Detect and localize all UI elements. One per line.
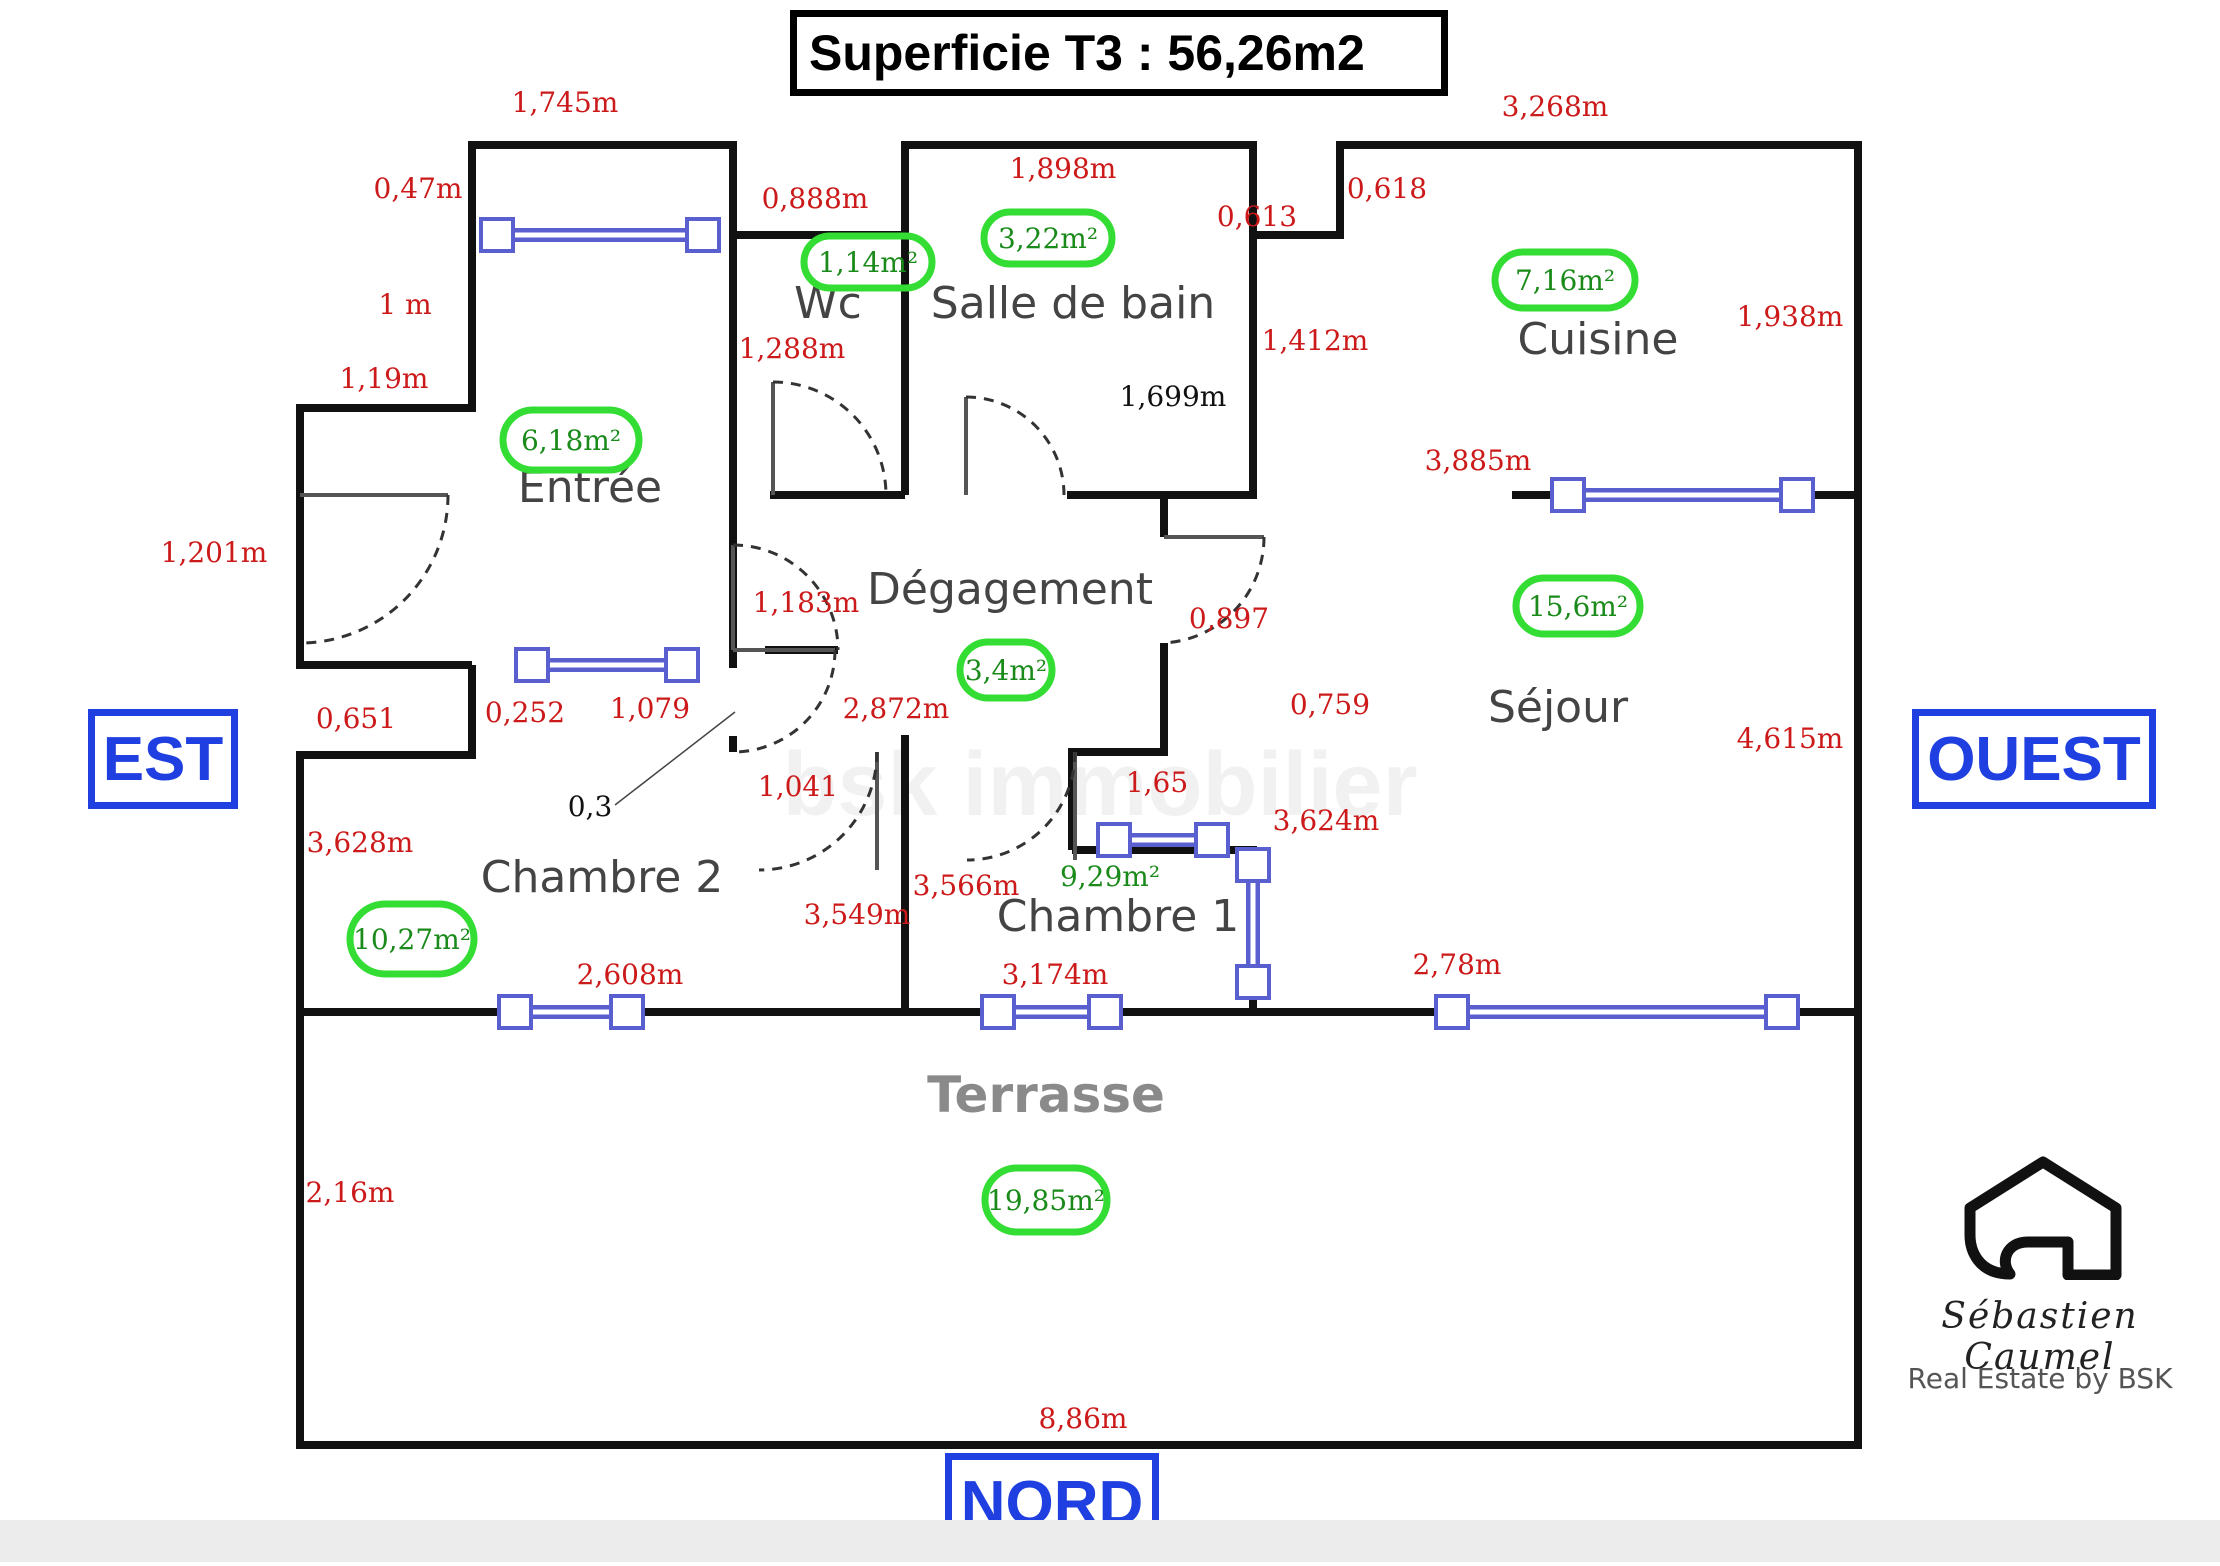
dimension-label: 1,938m [1737,300,1844,333]
dimension-label: 0,3 [568,790,613,823]
dimension-label: 3,268m [1502,90,1609,123]
window-frame [1194,822,1230,858]
dimension-label: 1,699m [1120,380,1227,413]
room-name-label: Séjour [1488,682,1629,733]
dimension-label: 2,608m [577,958,684,991]
dimension-label: 1,745m [512,86,619,119]
window-frame [1235,964,1271,1000]
dimension-label: 1,183m [753,586,860,619]
orientation-ouest: OUEST [1912,709,2156,809]
window-frame [664,647,700,683]
area-badge-value: 19,85m² [987,1184,1105,1217]
dimension-label: 0,252 [485,696,565,729]
area-badge-value: 15,6m² [1528,590,1628,623]
area-badge-value: 1,14m² [818,246,918,279]
bottom-edge [0,1520,2220,1562]
window-frame [1235,847,1271,883]
room-name-label: Cuisine [1518,314,1679,365]
wall-segment [1067,235,1257,499]
dimension-label: 1,079 [610,692,690,725]
dimension-label: 1,65 [1126,766,1188,799]
wall-segment [1068,643,1168,850]
area-badge-outline [800,232,936,292]
dimension-label: 0,618 [1347,172,1427,205]
room-name-label: Salle de bain [931,278,1215,329]
area-badge-outline [499,406,643,474]
dimension-label: 3,628m [307,826,414,859]
door-swing-arc [758,751,879,872]
window-frame [514,647,550,683]
window-frame [1096,822,1132,858]
door-swing-arc [299,494,450,645]
area-badge-outline [1491,248,1639,312]
window-frame [1550,477,1586,513]
wall-segment [296,141,1862,1449]
dimension-label: 3,566m [913,869,1020,902]
dimension-label: 1 m [378,288,431,321]
door-swing-arc [1163,536,1266,645]
area-badge-outline [980,208,1116,268]
door-swing-arc [732,543,840,651]
house-logo-icon [1964,1156,2122,1280]
window-frame [1087,994,1123,1030]
door-swing-arc [732,649,837,754]
door-swing-arc [772,380,888,496]
dimension-label: 0,759 [1290,688,1370,721]
window-frame [980,994,1016,1030]
area-badge-outline [1512,574,1644,638]
dimension-label: 0,651 [316,702,396,735]
area-value: 9,29m² [1060,860,1160,893]
dimension-label: 8,86m [1039,1402,1128,1435]
area-badge-value: 10,27m² [353,923,471,956]
dimension-label: 1,19m [340,362,429,395]
room-name-label: Dégagement [867,564,1153,615]
window-frame [609,994,645,1030]
dimension-label: 3,885m [1425,444,1532,477]
area-badge-outline [981,1164,1111,1236]
area-badge-value: 6,18m² [521,424,621,457]
dimension-label: 0,897 [1189,602,1269,635]
window-frame [1764,994,1800,1030]
dimension-label: 0,613 [1217,200,1297,233]
plan-title: Superficie T3 : 56,26m2 [790,10,1448,96]
area-badge-value: 3,22m² [998,222,1098,255]
window-frame [1779,477,1815,513]
dimension-label: 0,888m [762,182,869,215]
window-frame [1434,994,1470,1030]
area-badge-value: 3,4m² [965,654,1047,687]
room-name-label: Chambre 2 [481,852,724,903]
door-swing-arc [966,751,1077,862]
room-name-label: Terrasse [927,1066,1165,1124]
leader-line [614,711,736,806]
dimension-label: 1,412m [1262,324,1369,357]
brand-tagline: Real Estate by BSK [1907,1362,2173,1395]
door-swing-arc [965,395,1066,496]
dimension-label: 1,201m [161,536,268,569]
area-badge-outline [956,638,1056,702]
window-frame [479,217,515,253]
dimension-label: 1,041 [758,770,838,803]
dimension-label: 3,549m [804,898,911,931]
window-frame [685,217,721,253]
area-badge-value: 7,16m² [1515,264,1615,297]
dimension-label: 3,174m [1002,958,1109,991]
dimension-label: 2,16m [306,1176,395,1209]
orientation-est: EST [88,709,238,809]
dimension-label: 0,47m [374,172,463,205]
window-frame [497,994,533,1030]
room-name-label: Chambre 1 [997,891,1240,942]
dimension-label: 2,872m [843,692,950,725]
brand-signature: Sébastien Caumel [1941,1296,2139,1378]
area-badge-outline [346,900,478,978]
dimension-label: 2,78m [1413,948,1502,981]
dimension-label: 4,615m [1737,722,1844,755]
dimension-label: 1,898m [1010,152,1117,185]
dimension-label: 3,624m [1273,804,1380,837]
wall-segment [296,190,476,669]
dimension-label: 1,288m [739,332,846,365]
